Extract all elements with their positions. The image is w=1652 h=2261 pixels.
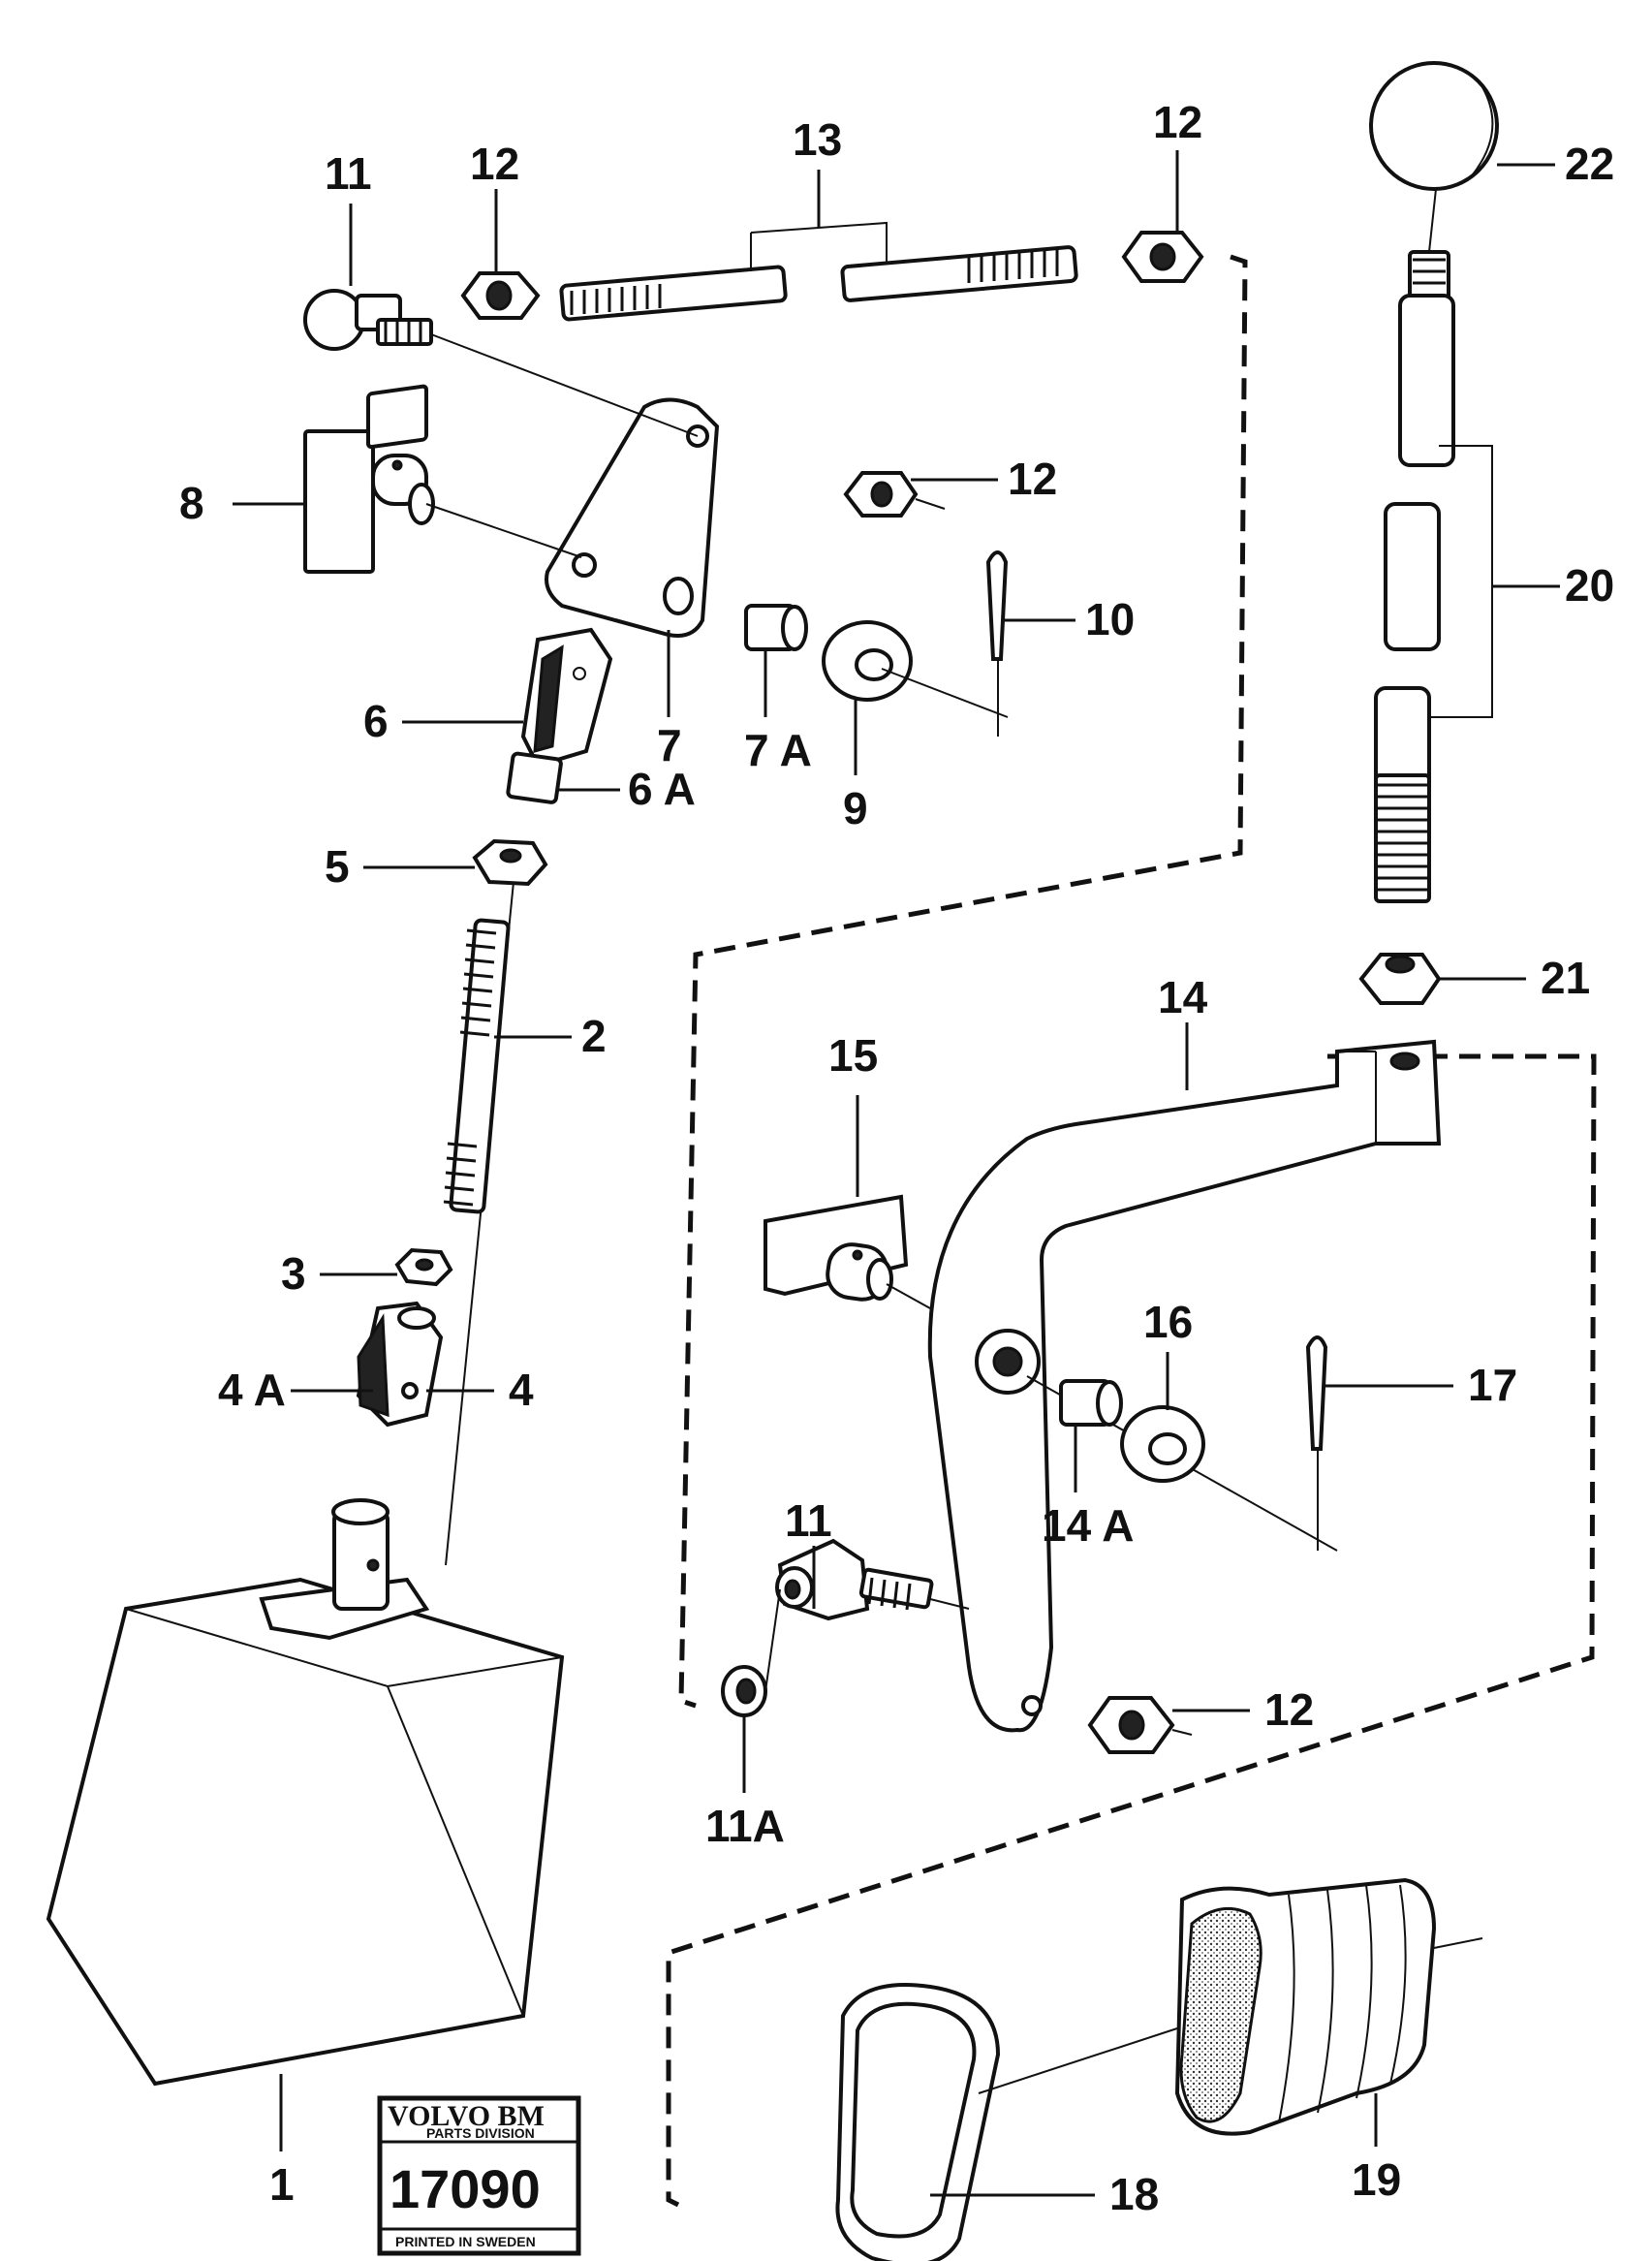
label-11-mid: 11: [785, 1495, 832, 1546]
label-21: 21: [1541, 953, 1590, 1003]
label-17: 17: [1468, 1360, 1517, 1410]
label-8: 8: [179, 478, 204, 528]
part-14a-bushing: [1059, 1379, 1123, 1492]
part-20-lever-rod: [1374, 188, 1493, 903]
part-12-nut-top-left: [460, 271, 541, 320]
label-7: 7: [657, 720, 682, 770]
part-14-lever-arm: [927, 1039, 1442, 1733]
label-3: 3: [281, 1248, 306, 1299]
label-16: 16: [1143, 1297, 1193, 1347]
part-13-rod: [559, 221, 1078, 322]
part-19-rubber-boot: [1174, 1877, 1483, 2136]
part-18-frame-ring: [835, 1983, 1231, 2261]
part-11a-washer: [721, 1588, 781, 1717]
part-11-ball-joint-mid: [775, 1538, 970, 1621]
part-7a-bushing: [744, 604, 808, 717]
part-1-base-block: [46, 1498, 565, 2087]
part-11-ball-joint-top: [303, 289, 699, 437]
label-18: 18: [1109, 2169, 1159, 2219]
part-6-clevis: [506, 627, 613, 804]
label-12-mid: 12: [1008, 454, 1057, 504]
label-11-top: 11: [325, 148, 372, 199]
part-15-pin-block: [764, 1194, 931, 1309]
label-12-top2: 12: [1153, 97, 1202, 147]
part-2-threaded-rod: [443, 881, 514, 1566]
label-14a: 14 A: [1042, 1500, 1134, 1551]
label-4: 4: [509, 1365, 534, 1415]
part-17-cotter-pin: [1305, 1335, 1328, 1551]
part-22-knob: [1369, 61, 1499, 191]
logo-division: PARTS DIVISION: [426, 2125, 535, 2141]
part-5-nut: [472, 838, 548, 887]
logo-printed: PRINTED IN SWEDEN: [395, 2234, 536, 2249]
label-6: 6: [363, 696, 389, 746]
label-15: 15: [828, 1030, 878, 1081]
label-10: 10: [1085, 594, 1135, 644]
label-12-top1: 12: [470, 139, 519, 189]
volvo-bm-logo-box: VOLVO BM PARTS DIVISION 17090 PRINTED IN…: [377, 2095, 581, 2256]
label-14: 14: [1158, 972, 1208, 1022]
dashed-outline-lower: [666, 1053, 1597, 2208]
part-4-clevis: [356, 1301, 444, 1428]
label-11a: 11A: [705, 1801, 785, 1851]
part-12-nut-top-right: [1121, 231, 1204, 283]
label-22: 22: [1565, 139, 1614, 189]
dashed-outline-upper: [678, 254, 1248, 1709]
part-12-nut-low: [1087, 1696, 1193, 1754]
part-9-washer: [822, 620, 1009, 775]
label-9: 9: [843, 783, 868, 833]
label-19: 19: [1352, 2154, 1401, 2205]
part-8-pin-block: [303, 384, 582, 574]
part-labels: 11 12 13 12 22 8 12 10 20 6 7 7 A 6 A 9 …: [179, 97, 1614, 2219]
label-20: 20: [1565, 560, 1614, 611]
logo-brand: VOLVO BM: [388, 2100, 545, 2132]
label-13: 13: [793, 114, 842, 165]
part-10-cotter-pin: [985, 550, 1009, 737]
label-1: 1: [269, 2159, 295, 2210]
part-12-nut-mid: [843, 471, 946, 518]
logo-number: 17090: [390, 2158, 541, 2219]
part-7-lever-plate: [545, 397, 720, 717]
part-3-nut: [394, 1247, 453, 1287]
label-6a: 6 A: [628, 764, 696, 814]
label-7a: 7 A: [744, 725, 812, 775]
label-4a: 4 A: [218, 1365, 286, 1415]
label-2: 2: [581, 1011, 607, 1061]
part-16-washer: [1120, 1352, 1205, 1483]
label-12-low: 12: [1264, 1684, 1314, 1735]
part-21-nut: [1358, 953, 1442, 1005]
label-5: 5: [325, 841, 350, 892]
